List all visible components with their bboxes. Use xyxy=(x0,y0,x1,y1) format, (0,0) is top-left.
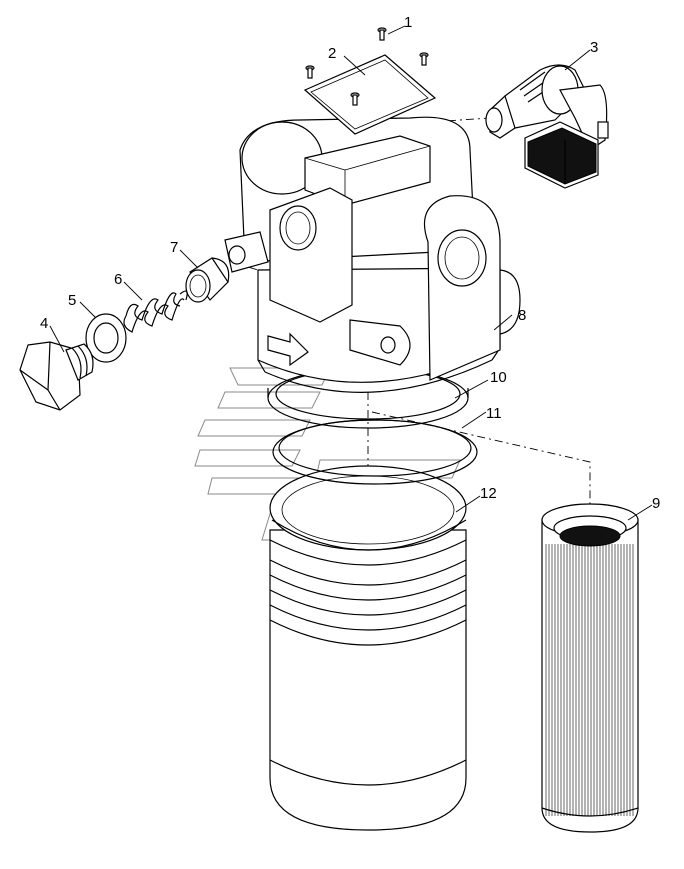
screw xyxy=(419,52,429,66)
screw xyxy=(350,92,360,106)
callout-7: 7 xyxy=(170,239,178,256)
callout-1: 1 xyxy=(404,14,412,31)
filter-element xyxy=(541,503,639,833)
callout-9: 9 xyxy=(652,495,660,512)
callout-8: 8 xyxy=(518,307,526,324)
screws xyxy=(305,27,429,106)
screw xyxy=(377,27,387,41)
plug xyxy=(19,341,94,411)
callout-5: 5 xyxy=(68,292,76,309)
bushing xyxy=(185,257,230,303)
callout-labels: 1 2 3 4 5 6 7 8 9 10 11 12 xyxy=(40,14,660,512)
callout-6: 6 xyxy=(114,271,122,288)
callout-2: 2 xyxy=(328,45,336,62)
callout-4: 4 xyxy=(40,315,48,332)
washer xyxy=(85,313,127,363)
filter-pleats xyxy=(545,544,634,816)
spring xyxy=(123,290,188,333)
screw xyxy=(305,65,315,79)
filter-head-housing xyxy=(224,116,521,393)
callout-12: 12 xyxy=(480,485,497,502)
callout-10: 10 xyxy=(490,369,507,386)
filter-bowl xyxy=(269,465,467,831)
pressure-switch xyxy=(485,64,609,189)
o-ring xyxy=(272,419,478,485)
callout-11: 11 xyxy=(486,405,502,422)
callout-3: 3 xyxy=(590,39,598,56)
leader-lines xyxy=(49,25,653,521)
